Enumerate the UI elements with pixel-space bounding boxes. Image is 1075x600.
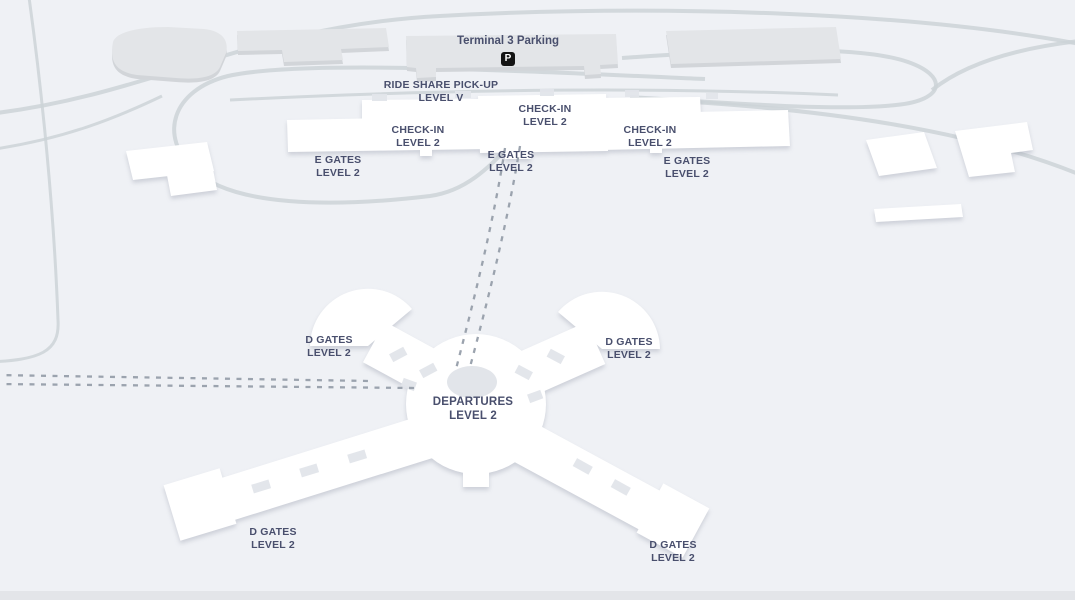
label-d-gates-northwest: D GATES LEVEL 2 [305,334,353,359]
gate-jetway-tabs [251,346,631,496]
d-gates-concourse [163,288,710,558]
label-check-in-right: CHECK-IN LEVEL 2 [623,124,677,149]
label-check-in-left: CHECK-IN LEVEL 2 [391,124,445,149]
label-ride-share-pickup: RIDE SHARE PICK-UP LEVEL V [383,79,499,104]
terminal3-parking-title: Terminal 3 Parking [456,35,560,47]
label-check-in-center: CHECK-IN LEVEL 2 [518,103,572,128]
label-e-gates-left: E GATES LEVEL 2 [314,154,362,179]
label-departures: DEPARTURES LEVEL 2 [432,396,514,422]
label-d-gates-northeast: D GATES LEVEL 2 [605,336,653,361]
tram-dashed-paths [0,145,522,390]
outlying-buildings [126,122,1033,222]
parking-garage-east [666,27,841,64]
terminal-roof-details [372,89,718,101]
rotunda-core [447,366,497,398]
parking-garage-mid-west [237,28,389,62]
label-d-gates-southwest: D GATES LEVEL 2 [249,526,297,551]
parking-structures [112,27,841,79]
map-bottom-edge [0,591,1075,600]
parking-icon: P [501,52,515,66]
label-e-gates-center: E GATES LEVEL 2 [487,149,535,174]
label-d-gates-southeast: D GATES LEVEL 2 [649,539,697,564]
terminal-building [287,94,790,159]
parking-garage-west [112,27,227,79]
label-e-gates-right: E GATES LEVEL 2 [663,155,711,180]
